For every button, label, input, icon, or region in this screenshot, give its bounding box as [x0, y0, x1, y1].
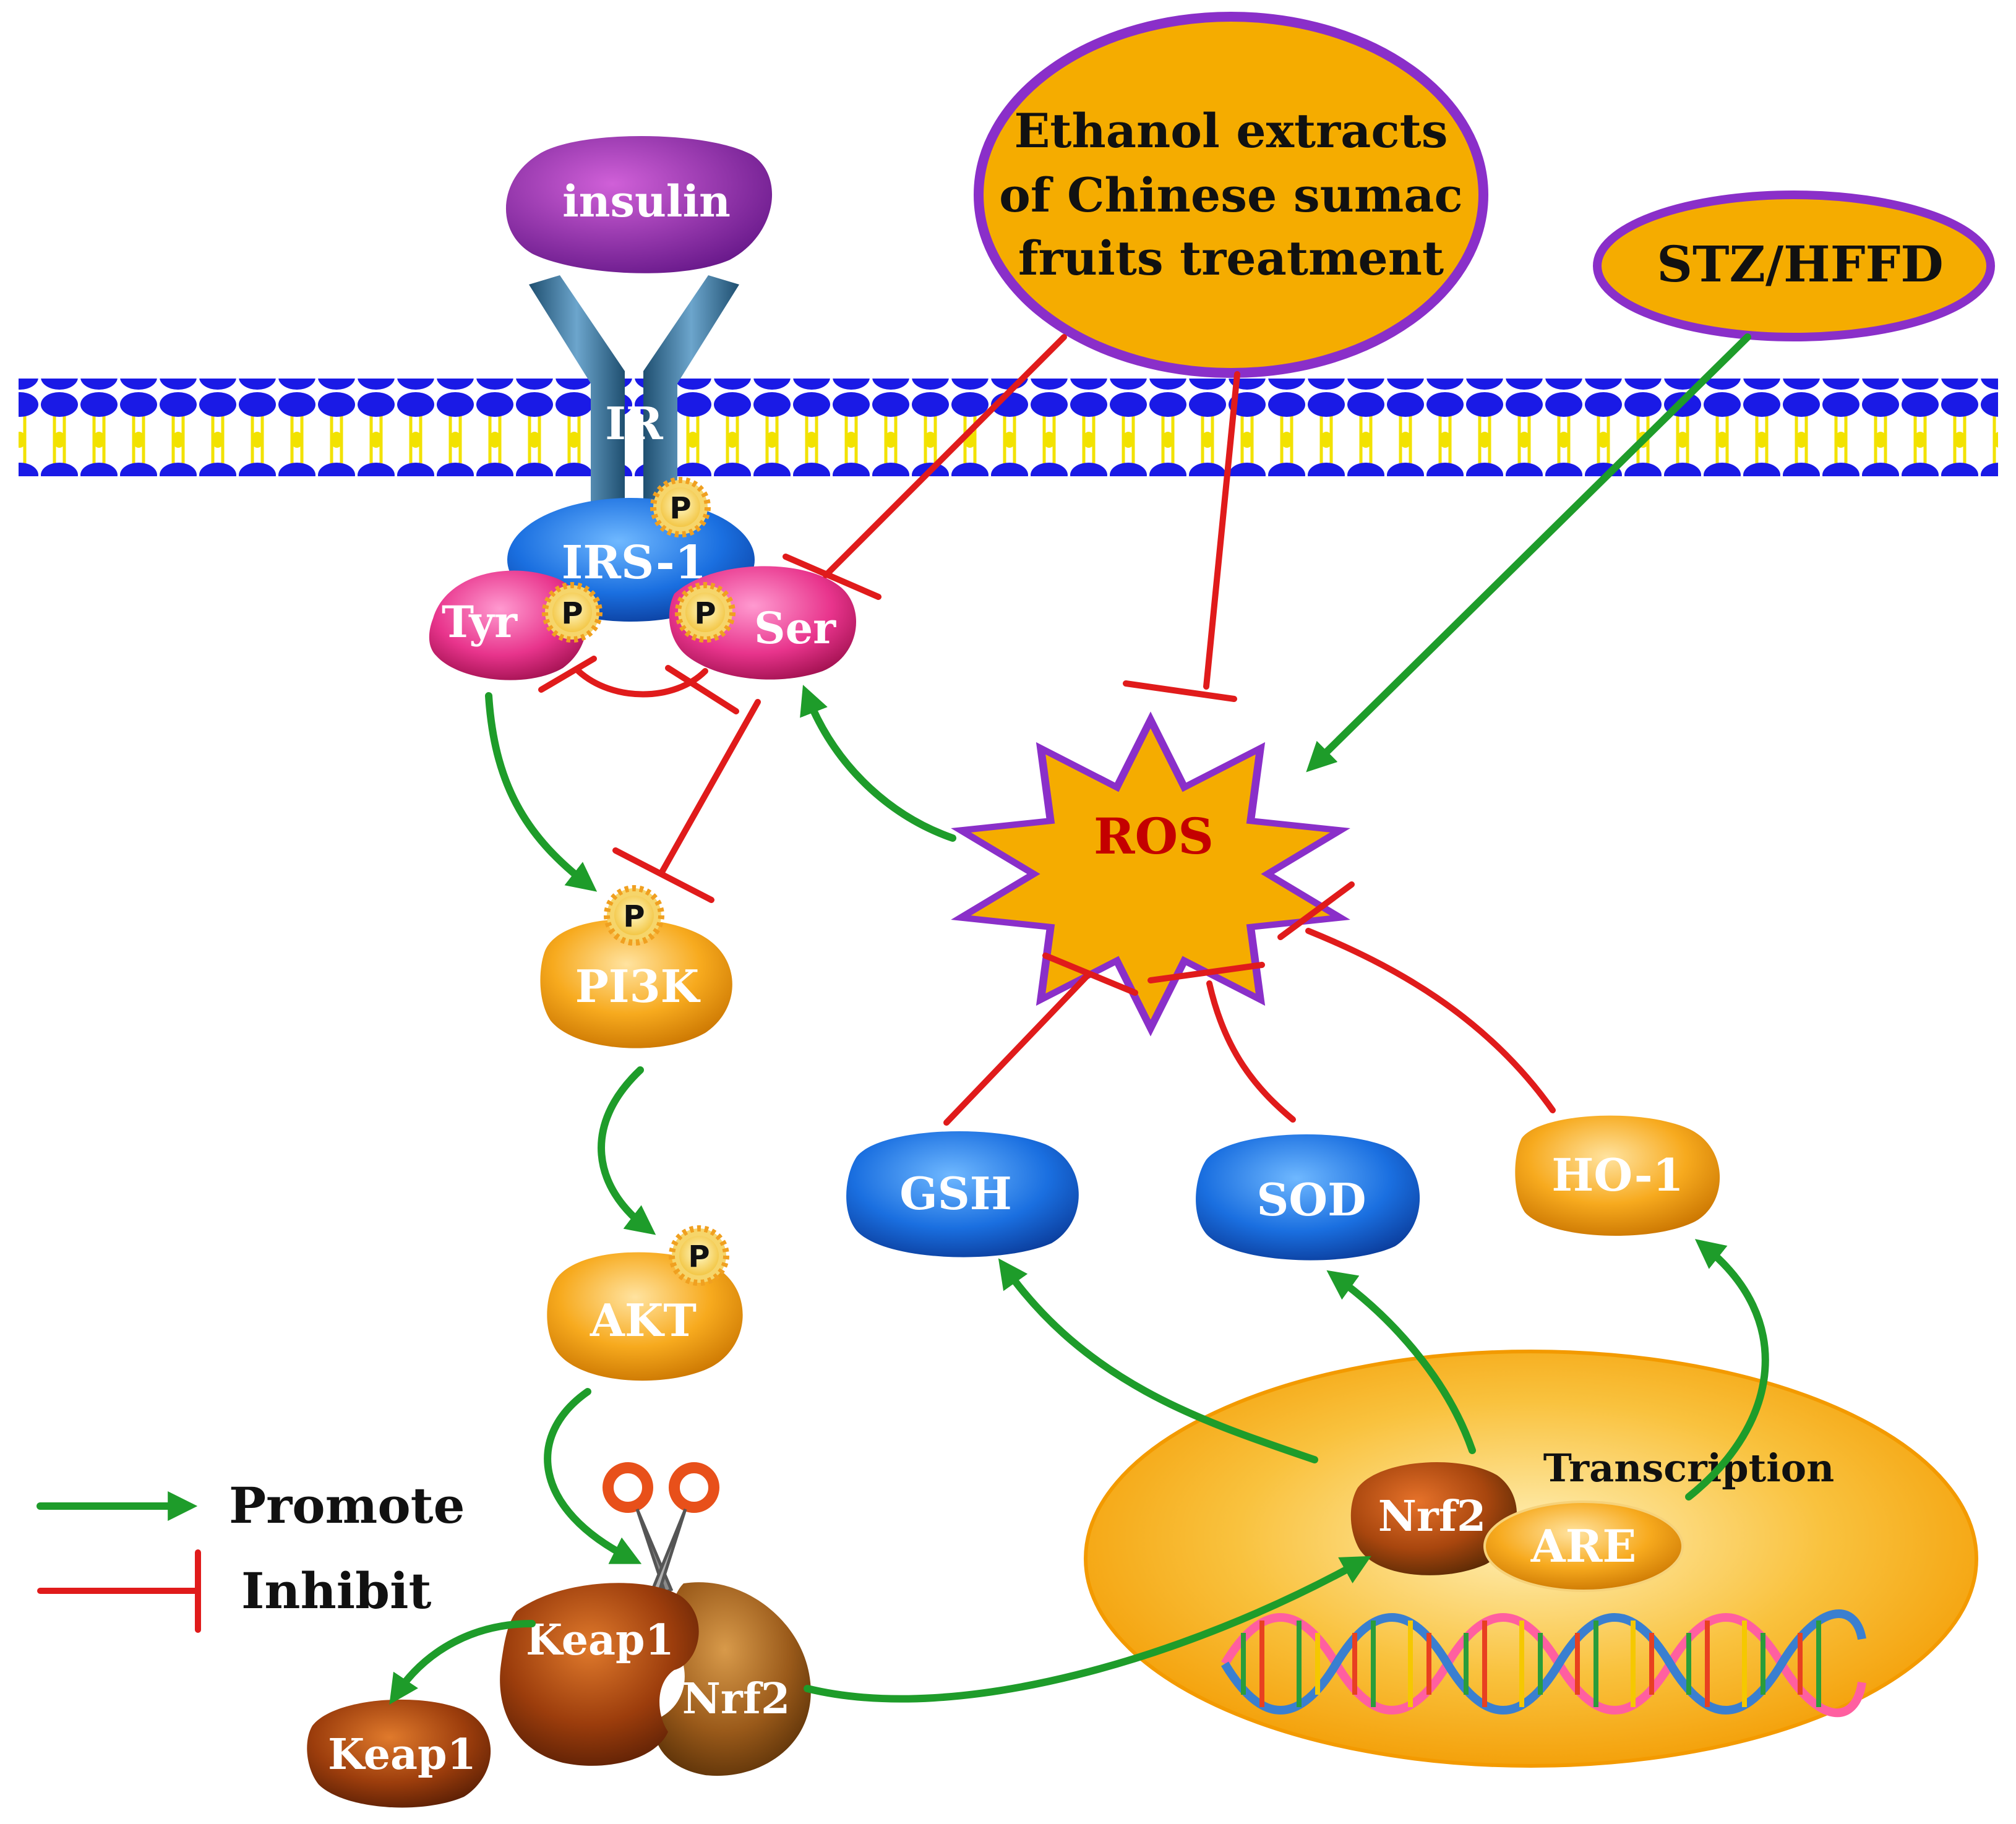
legend-inhibit-symbol — [37, 1549, 201, 1633]
phospho-label: P — [623, 899, 645, 934]
promote-pi3k-akt — [598, 1066, 656, 1235]
scissors-icon — [603, 1462, 719, 1595]
ho1-label: HO-1 — [1551, 1149, 1683, 1201]
sod-node: SOD — [1196, 1134, 1420, 1261]
phospho-badge: P — [650, 477, 711, 537]
promote-nrf2-nucleus — [804, 1556, 1371, 1703]
keap1-free-node: Keap1 — [307, 1699, 491, 1808]
phospho-label: P — [669, 491, 691, 526]
promote-keap1-release — [389, 1620, 536, 1705]
dna-helix-icon — [1220, 1609, 1866, 1718]
phospho-badge: P — [669, 1225, 729, 1286]
ros-node: ROS — [951, 711, 1350, 1037]
irs1-label: IRS-1 — [562, 536, 706, 589]
phospho-badge: P — [675, 582, 736, 643]
transcription-label: Transcription — [1543, 1445, 1834, 1491]
promote-tyr-pi3k — [485, 692, 598, 892]
nrf2-label: Nrf2 — [682, 1674, 791, 1724]
keap1-nrf2-complex: Keap1 Nrf2 — [500, 1582, 811, 1776]
gsh-label: GSH — [899, 1167, 1012, 1220]
treatment-node: Ethanol extracts of Chinese sumac fruits… — [974, 12, 1488, 378]
nucleus-nrf2-label: Nrf2 — [1378, 1492, 1486, 1541]
ros-label: ROS — [1094, 807, 1214, 865]
sod-label: SOD — [1256, 1173, 1366, 1226]
promote-stz-ros — [1306, 333, 1751, 773]
inhibit-gsh-ros — [943, 953, 1138, 1126]
promote-akt-keap1 — [544, 1388, 642, 1564]
insulin-receptor: IR — [529, 275, 739, 526]
irs1-complex: IRS-1 Tyr Ser — [429, 498, 856, 680]
phospho-badge: P — [604, 885, 664, 946]
tyr-label: Tyr — [442, 596, 518, 648]
ir-label: IR — [605, 397, 664, 450]
treatment-line-2: of Chinese sumac — [999, 168, 1463, 223]
stz-hffd-node: STZ/HFFD — [1593, 191, 1995, 341]
ho1-node: HO-1 — [1515, 1115, 1720, 1236]
gsh-node: GSH — [846, 1131, 1079, 1257]
akt-label: AKT — [590, 1294, 697, 1347]
insulin-label: insulin — [562, 176, 731, 227]
legend-promote-label: Promote — [229, 1476, 465, 1535]
are-label: ARE — [1530, 1520, 1637, 1572]
phospho-label: P — [688, 1240, 710, 1274]
phospho-label: P — [694, 596, 716, 631]
treatment-line-1: Ethanol extracts — [1014, 103, 1448, 158]
pi3k-label: PI3K — [575, 960, 701, 1013]
inhibit-treatment-ser — [783, 334, 1067, 600]
inhibit-ho1-ros — [1277, 881, 1556, 1113]
stz-hffd-label: STZ/HFFD — [1657, 235, 1943, 293]
phospho-label: P — [561, 596, 583, 631]
keap1-label: Keap1 — [526, 1616, 674, 1665]
inhibit-sod-ros — [1147, 962, 1296, 1123]
legend-inhibit-label: Inhibit — [241, 1562, 431, 1620]
inhibit-ser-tyr — [538, 656, 739, 714]
phospho-badge: P — [542, 582, 603, 643]
keap1-free-label: Keap1 — [328, 1730, 476, 1779]
treatment-line-3: fruits treatment — [1018, 231, 1444, 286]
nucleus: Nrf2 ARE Transcription — [1084, 1350, 1978, 1768]
promote-nucleus-ho1 — [1685, 1239, 1769, 1501]
promote-nucleus-sod — [1326, 1270, 1476, 1454]
pi3k-node: PI3K — [540, 919, 732, 1048]
insulin-node: insulin — [505, 136, 773, 273]
ser-label: Ser — [754, 602, 836, 654]
promote-nucleus-gsh — [998, 1258, 1318, 1463]
promote-ros-ser — [800, 685, 956, 842]
inhibit-ser-pi3k — [612, 699, 761, 903]
inhibit-treatment-ros — [1123, 371, 1240, 702]
